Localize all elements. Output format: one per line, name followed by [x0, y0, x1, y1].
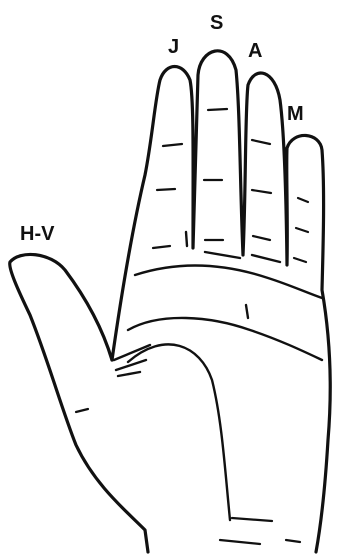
crease-index-1 — [163, 144, 182, 146]
thumb-crease — [76, 409, 88, 412]
ring-base-line — [252, 255, 280, 262]
crease-index-3 — [153, 246, 170, 248]
palm-mark-vertical — [246, 305, 248, 318]
crease-little-2 — [296, 228, 308, 232]
wrist-crease-1 — [232, 518, 272, 521]
wrist-crease-2 — [220, 540, 260, 544]
crease-index-2 — [157, 189, 175, 190]
index-base-tick — [186, 232, 187, 246]
middle-base-line — [205, 252, 240, 258]
label-ring-finger: A — [248, 40, 262, 62]
wrist-crease-3 — [286, 540, 300, 542]
crease-little-1 — [298, 198, 308, 202]
label-little-finger: M — [287, 103, 304, 125]
hand-outline — [112, 51, 330, 552]
label-thumb: H-V — [20, 223, 55, 245]
label-middle-finger: S — [210, 12, 223, 34]
crease-ring-1 — [252, 140, 270, 144]
head-line — [128, 318, 322, 360]
crease-little-3 — [294, 258, 306, 262]
crease-middle-1 — [208, 109, 227, 110]
heart-line — [135, 266, 322, 298]
crease-ring-2 — [252, 190, 271, 193]
life-line — [128, 344, 230, 520]
thumb-outline — [10, 254, 148, 552]
crease-ring-3 — [253, 236, 270, 240]
label-index-finger: J — [168, 36, 179, 58]
